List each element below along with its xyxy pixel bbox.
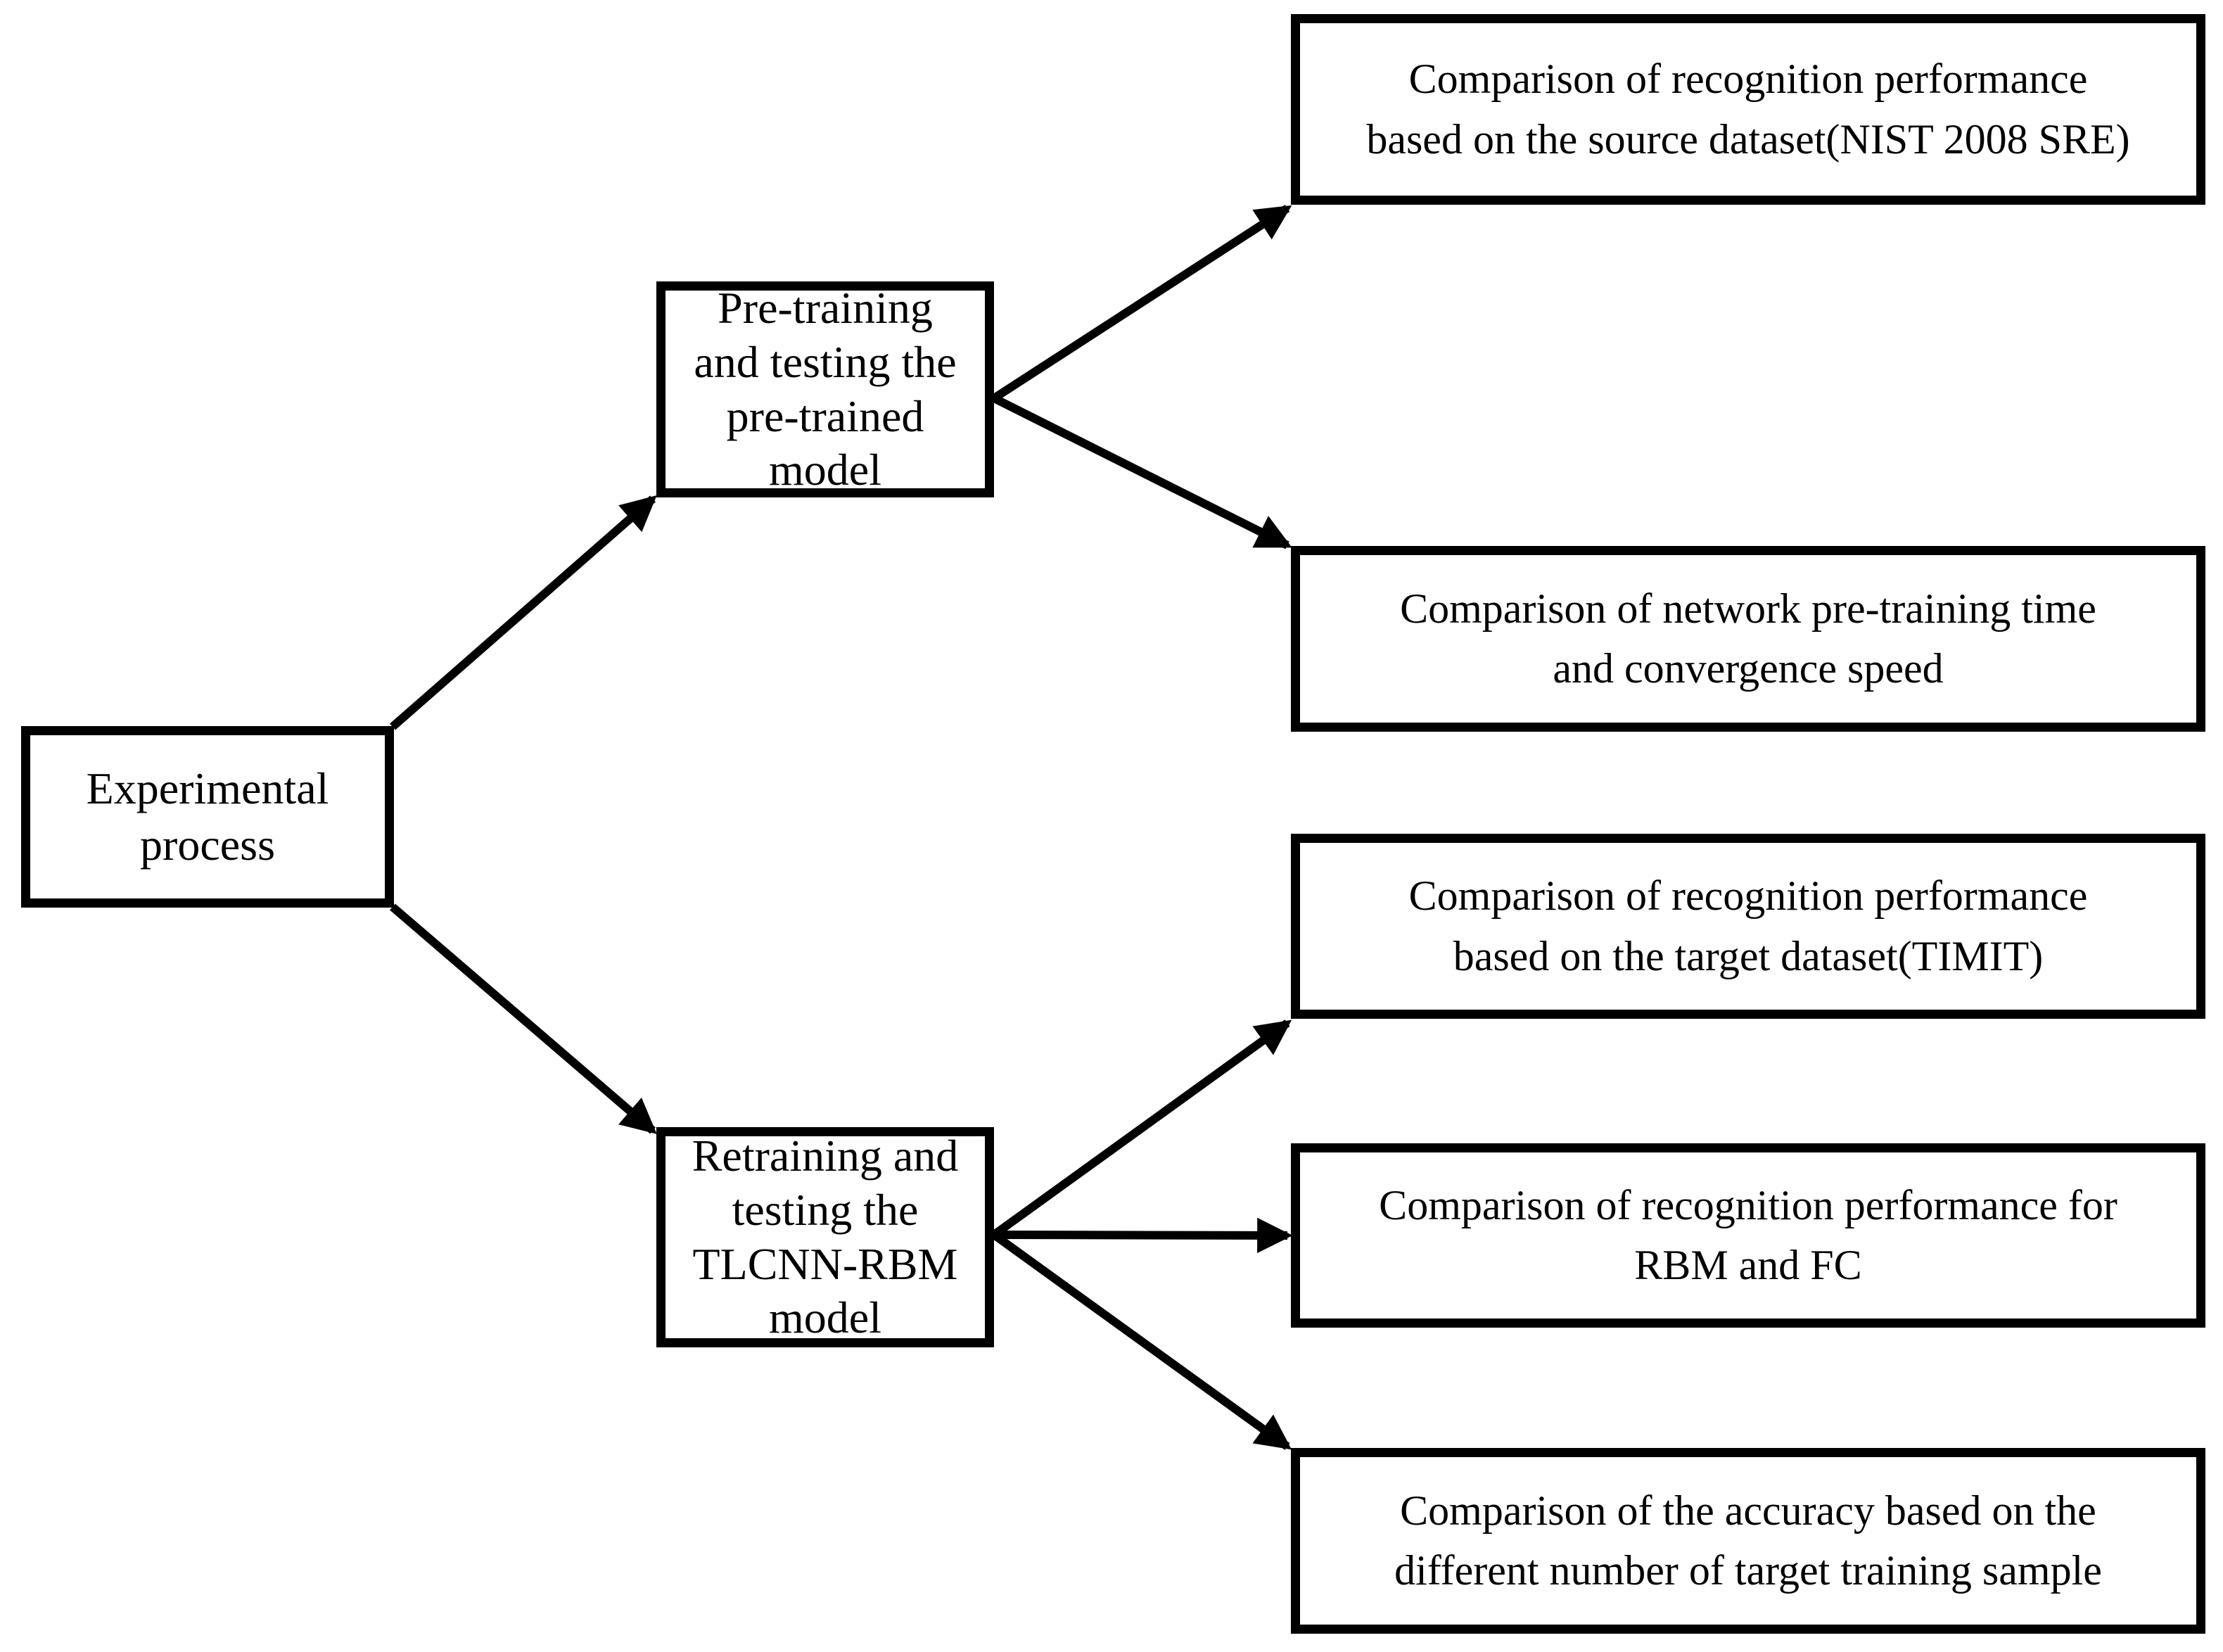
node-comparison-training-sample: Comparison of the accuracy based on the … [1291, 1448, 2205, 1634]
arrow-retrain-to-training-sample [991, 1231, 1292, 1450]
arrow-retrain-to-target-dataset [991, 1019, 1292, 1238]
node-experimental-process: Experimental process [21, 726, 394, 908]
node-retraining-testing-tlcnn-rbm-model: Retraining and testing the TLCNN-RBM mod… [656, 1127, 994, 1347]
arrow-pretrain-to-source-dataset [991, 204, 1292, 402]
arrow-pretrain-to-pretraining-time [992, 394, 1292, 549]
arrow-root-to-retrain [390, 903, 657, 1134]
node-comparison-target-dataset: Comparison of recognition performance ba… [1291, 834, 2205, 1019]
arrow-root-to-pretrain [390, 495, 657, 730]
node-comparison-source-dataset: Comparison of recognition performance ba… [1291, 14, 2205, 205]
node-comparison-rbm-fc: Comparison of recognition performance fo… [1291, 1143, 2205, 1328]
node-comparison-pretraining-time: Comparison of network pre-training time … [1291, 546, 2205, 732]
node-pretraining-testing-pretrained-model: Pre-training and testing the pre-trained… [656, 281, 994, 497]
